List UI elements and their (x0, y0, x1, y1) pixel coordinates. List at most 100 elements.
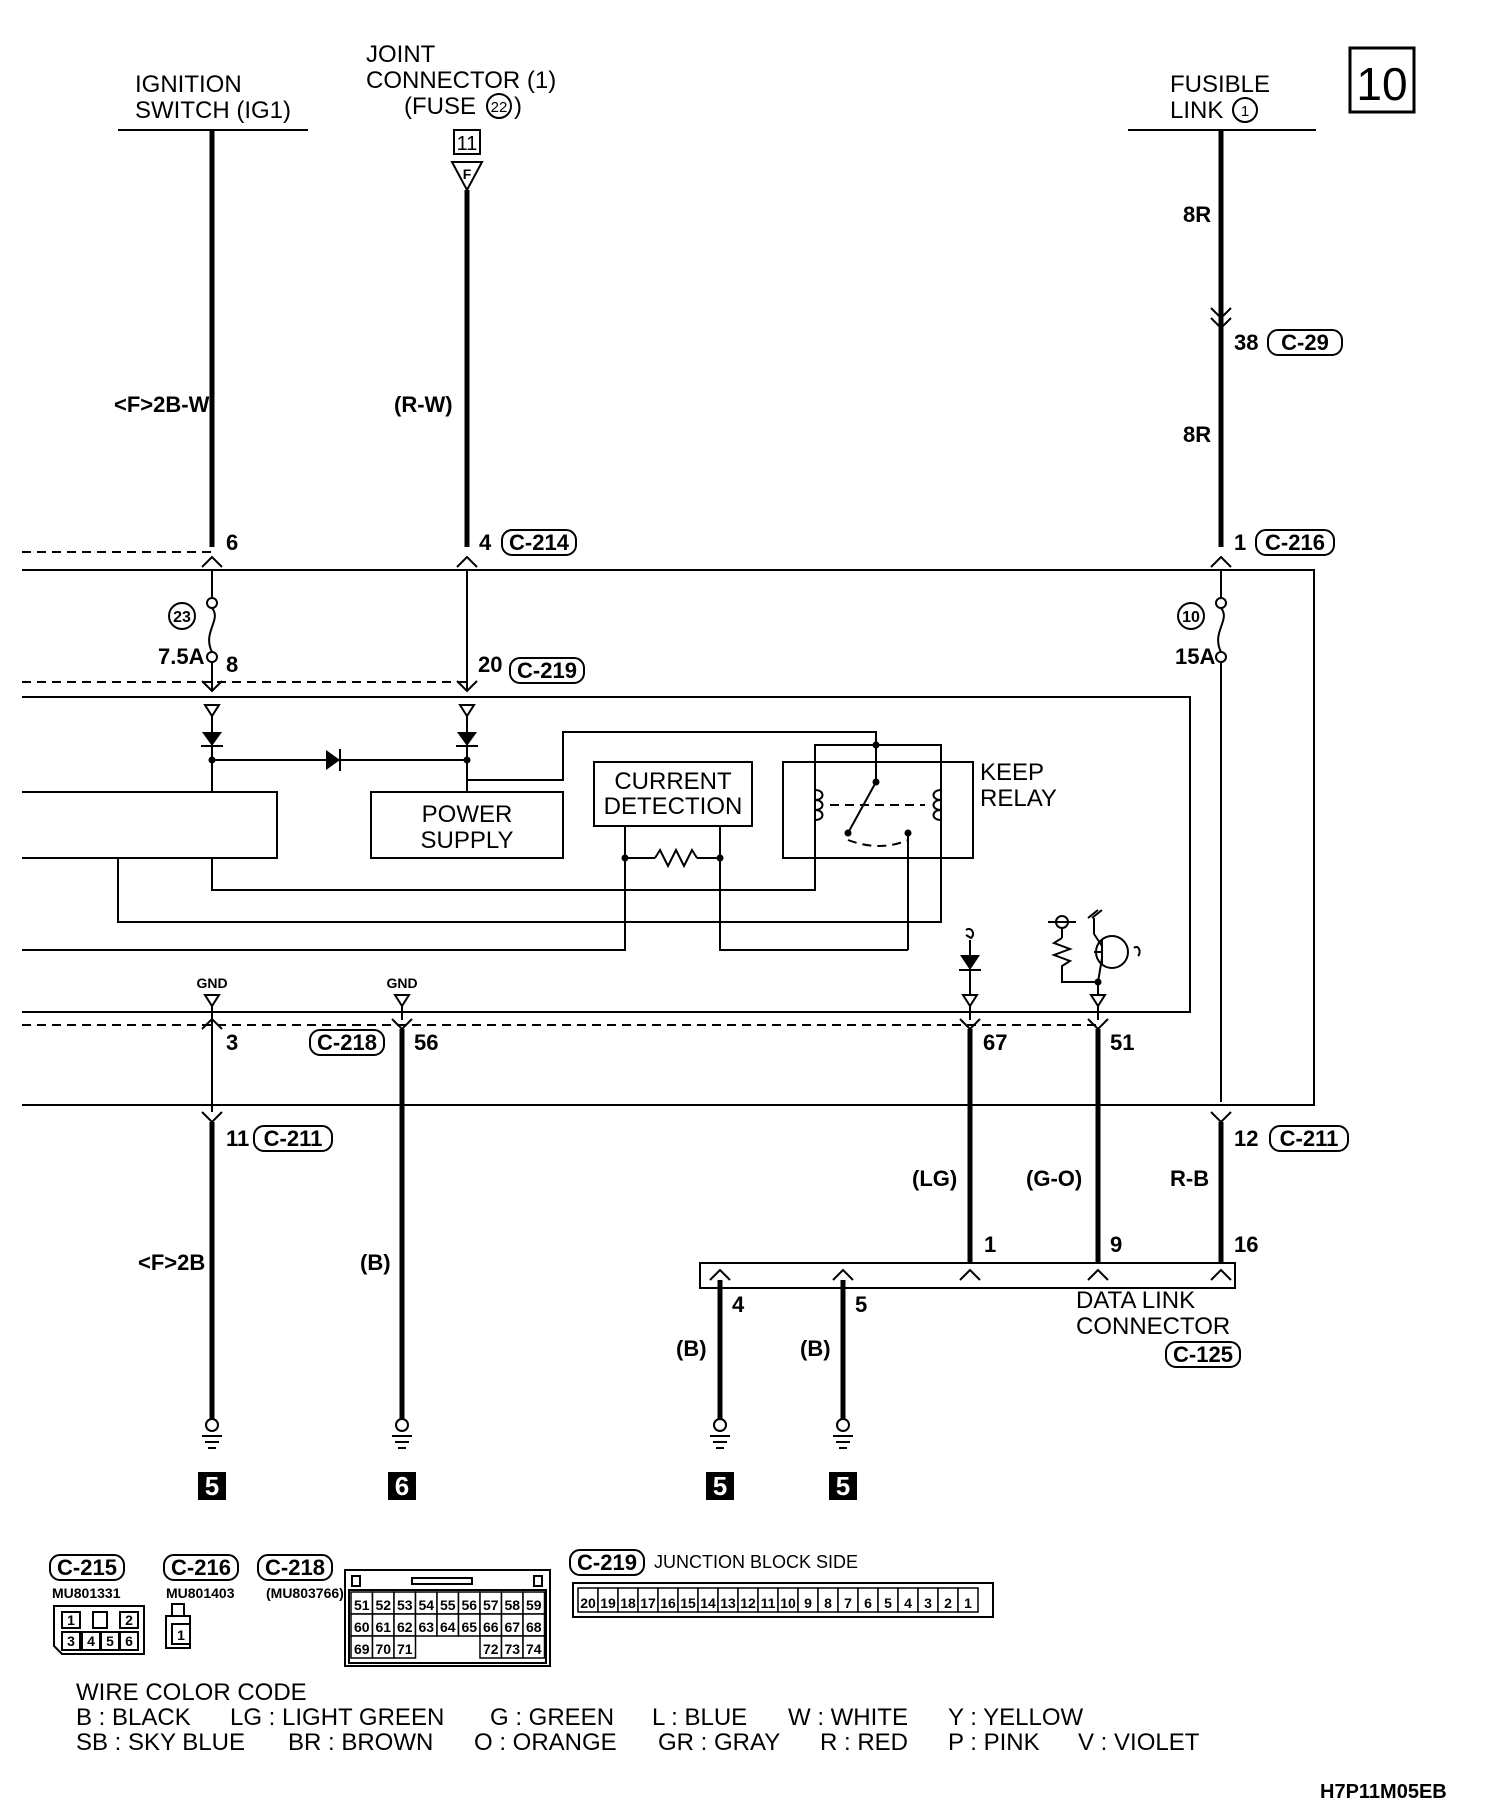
wire-label-f2bw: <F>2B-W (114, 392, 210, 417)
drawing-code: H7P11M05EB (1320, 1781, 1447, 1803)
svg-text:C-216: C-216 (171, 1555, 231, 1580)
gnd-label-1: GND (196, 975, 227, 991)
c218-pin-52: 52 (375, 1597, 391, 1613)
svg-text:MU801403: MU801403 (166, 1585, 235, 1601)
c219-pin-16: 16 (660, 1595, 676, 1611)
c218-pin-54: 54 (418, 1597, 434, 1613)
ground-symbol-1: 5 (198, 1418, 226, 1501)
diode-3 (326, 749, 341, 771)
connector-view-c216: C-216 MU801403 1 (163, 1554, 239, 1649)
svg-text:C-218: C-218 (265, 1555, 325, 1580)
svg-text:SB : SKY BLUE: SB : SKY BLUE (76, 1729, 245, 1756)
c219-pin-1: 1 (964, 1595, 972, 1611)
page-number-box (1348, 46, 1416, 114)
svg-text:1: 1 (984, 1232, 996, 1257)
current-detection-box (593, 761, 753, 827)
svg-text:C-211: C-211 (264, 1126, 323, 1151)
svg-text:C-219: C-219 (577, 1550, 637, 1575)
svg-text:C-214: C-214 (509, 530, 570, 555)
c219-pin-2: 2 (944, 1595, 952, 1611)
pin-1: 1 (1234, 530, 1246, 555)
svg-text:16: 16 (1234, 1232, 1258, 1257)
ground-symbol-4: 5 (829, 1418, 857, 1501)
wire-int-2 (117, 858, 942, 923)
svg-text:V : VIOLET: V : VIOLET (1078, 1729, 1200, 1756)
svg-text:(FUSE: (FUSE (404, 93, 476, 120)
svg-text:22: 22 (491, 99, 508, 116)
svg-text:): ) (514, 93, 522, 120)
svg-text:JOINT: JOINT (366, 41, 436, 68)
wire-int-1 (211, 858, 816, 891)
c219-pin-12: 12 (740, 1595, 756, 1611)
c219-pin-17: 17 (640, 1595, 656, 1611)
c218-pin-67: 67 (504, 1619, 520, 1635)
c218-pin-65: 65 (461, 1619, 477, 1635)
svg-text:3: 3 (67, 1633, 75, 1649)
keep-relay-label-2: RELAY (980, 785, 1057, 812)
svg-text:CONNECTOR: CONNECTOR (1076, 1313, 1230, 1340)
term-tri-2 (458, 704, 476, 718)
relay-internals (814, 741, 942, 950)
svg-text:MU801331: MU801331 (52, 1585, 121, 1601)
svg-text:WIRE COLOR CODE: WIRE COLOR CODE (76, 1679, 307, 1706)
c219-pin-5: 5 (884, 1595, 892, 1611)
svg-text:5: 5 (713, 1471, 727, 1501)
wire-label-rb: R-B (1170, 1166, 1209, 1191)
pin-3: 3 (226, 1030, 238, 1055)
connector-c211-left: C-211 (253, 1125, 333, 1152)
power-supply-label: POWER (422, 801, 513, 828)
c219-pin-6: 6 (864, 1595, 872, 1611)
pin-11: 11 (226, 1126, 249, 1151)
c219-pin-19: 19 (600, 1595, 616, 1611)
connector-c219: C-219 (509, 657, 585, 684)
wire-label-8r-top: 8R (1183, 202, 1211, 227)
svg-text:IGNITION: IGNITION (135, 71, 242, 98)
svg-text:C-211: C-211 (1280, 1126, 1339, 1151)
pin-4: 4 (479, 530, 492, 555)
c219-pin-3: 3 (924, 1595, 932, 1611)
wire-ps-relay (466, 731, 877, 781)
svg-text:C-215: C-215 (57, 1555, 117, 1580)
svg-text:5: 5 (106, 1633, 114, 1649)
wire-label-lg: (LG) (912, 1166, 957, 1191)
svg-text:C-219: C-219 (517, 658, 577, 683)
wire-int-3 (22, 858, 626, 951)
connector-c218: C-218 (309, 1029, 385, 1056)
svg-text:23: 23 (173, 609, 191, 626)
c218-pin-70: 70 (375, 1641, 391, 1657)
c218-pin-53: 53 (397, 1597, 413, 1613)
connector-view-c215: C-215 MU801331 1 2 3 4 5 6 (49, 1554, 145, 1655)
svg-text:GR : GRAY: GR : GRAY (658, 1729, 780, 1756)
wire-color-legend: WIRE COLOR CODE B : BLACK LG : LIGHT GRE… (76, 1679, 1200, 1756)
c219-pin-18: 18 (620, 1595, 636, 1611)
c219-pin-9: 9 (804, 1595, 812, 1611)
internal-block-left (22, 791, 278, 859)
c218-pin-74: 74 (526, 1641, 542, 1657)
svg-text:LG : LIGHT GREEN: LG : LIGHT GREEN (230, 1704, 444, 1731)
c219-pin-13: 13 (720, 1595, 736, 1611)
c218-pin-55: 55 (440, 1597, 456, 1613)
diode-1 (201, 732, 223, 747)
c218-pin-64: 64 (440, 1619, 456, 1635)
svg-text:10: 10 (1182, 609, 1200, 626)
svg-text:O : ORANGE: O : ORANGE (474, 1729, 617, 1756)
wire-label-b1: (B) (360, 1250, 391, 1275)
svg-text:C-29: C-29 (1281, 330, 1329, 355)
connector-c29: 38 C-29 (1210, 307, 1343, 356)
wire-label-b2: (B) (676, 1336, 707, 1361)
c218-pin-66: 66 (483, 1619, 499, 1635)
c219-pin-10: 10 (780, 1595, 796, 1611)
svg-text:B : BLACK: B : BLACK (76, 1704, 191, 1731)
c219-pin-8: 8 (824, 1595, 832, 1611)
svg-text:W : WHITE: W : WHITE (788, 1704, 908, 1731)
svg-text:1: 1 (177, 1627, 185, 1643)
pin-56: 56 (414, 1030, 438, 1055)
pin-67: 67 (983, 1030, 1007, 1055)
resistor (621, 847, 724, 869)
svg-text:Y : YELLOW: Y : YELLOW (948, 1704, 1084, 1731)
svg-text:5: 5 (205, 1471, 219, 1501)
pin-51: 51 (1110, 1030, 1134, 1055)
keep-relay-label: KEEP (980, 759, 1044, 786)
svg-text:LINK: LINK (1170, 97, 1223, 124)
